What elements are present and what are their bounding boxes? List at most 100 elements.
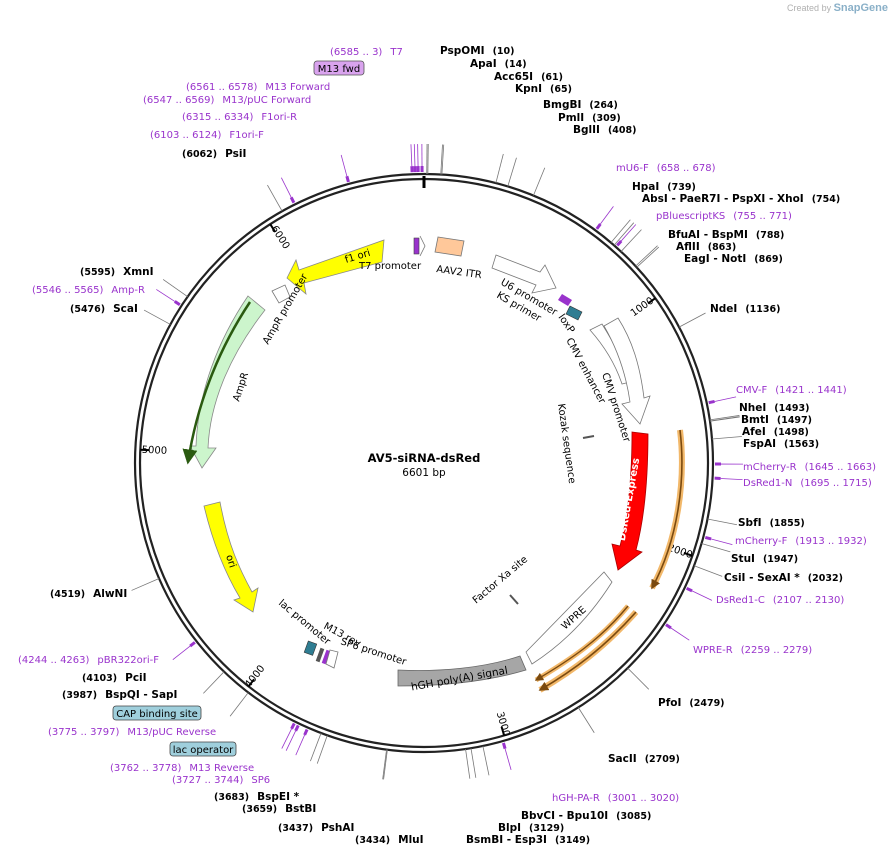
enzyme-apai: ApaI(14): [470, 58, 527, 70]
enzyme-sexai: CsiI - SexAI *(2032): [724, 572, 843, 584]
enzyme-leader: [610, 219, 631, 243]
primer-leader: [281, 728, 292, 749]
enzyme-leader: [636, 246, 660, 268]
kozak-label: Kozak sequence: [555, 403, 577, 484]
cap-binding-box: [112, 705, 202, 721]
ks-primer-feature: [558, 294, 572, 306]
kozak-feature[interactable]: [582, 435, 595, 439]
primer-dsred1-n: DsRed1-N(1695 .. 1715): [743, 478, 872, 489]
leader-lines: [131, 144, 742, 780]
enzyme-aflii: AflII(863): [676, 241, 736, 253]
enzyme-pcii: (4103)PciI: [82, 672, 147, 684]
enzyme-hpai: HpaI(739): [632, 181, 696, 193]
enzyme-pmli: PmlI(309): [558, 112, 621, 124]
primer-hgh-pa-r: hGH-PA-R(3001 .. 3020): [552, 793, 679, 804]
primer-wpre-r: WPRE-R(2259 .. 2279): [693, 645, 812, 656]
backbone-outer: [133, 172, 715, 754]
enzyme-leader: [382, 749, 387, 780]
scale-tick-label: 1000: [629, 295, 656, 319]
enzyme-noti: EagI - NotI(869): [684, 253, 783, 265]
enzyme-leader: [143, 309, 171, 325]
scale-tick: [269, 223, 276, 233]
enzyme-xhoi: AbsI - PaeR7I - PspXI - XhoI(754): [642, 193, 840, 205]
enzyme-esp3i: BsmBI - Esp3I(3149): [466, 834, 590, 846]
wpre-feature[interactable]: [525, 571, 613, 665]
enzyme-leader: [627, 667, 650, 690]
wpre-orf1: [538, 611, 637, 691]
primer-leader: [285, 730, 297, 751]
enzyme-labels: PspOMI(10) ApaI(14) Acc65I(61) KpnI(65) …: [50, 45, 843, 846]
enzyme-leader: [203, 671, 225, 694]
scale-tick: [647, 297, 656, 305]
enzyme-leader: [310, 732, 322, 762]
primer-mark: [294, 724, 300, 732]
primer-leader: [281, 177, 292, 198]
hgh-polya-feature[interactable]: [397, 655, 527, 687]
enzyme-alwni: (4519)AlwNI: [50, 588, 127, 600]
enzyme-leader: [482, 745, 490, 776]
primer-mark: [173, 300, 181, 306]
enzyme-leader: [635, 245, 658, 267]
enzyme-bmti: BmtI(1497): [741, 414, 812, 426]
primer-m13-puc-reverse: (3775 .. 3797)M13/pUC Reverse: [48, 727, 216, 738]
enzyme-bpu10i: BbvCI - Bpu10I(3085): [521, 810, 651, 822]
dsred-express-feature[interactable]: [611, 431, 649, 571]
primer-pbr322ori-f: (4244 .. 4263)pBR322ori-F: [18, 655, 159, 666]
ori-feature[interactable]: [203, 501, 259, 613]
cmv-enhancer-label: CMV enhancer: [563, 336, 607, 406]
ampr-promoter-feature[interactable]: [271, 284, 291, 304]
lac-operator-feature[interactable]: [303, 640, 318, 656]
aav2-itr-label: AAV2 ITR: [436, 264, 483, 281]
f1-ori-feature[interactable]: [286, 239, 385, 296]
enzyme-leader: [440, 144, 443, 175]
snapgene-credit: Created by SnapGene: [787, 2, 888, 14]
primer-mark: [595, 223, 602, 230]
primer-leader: [504, 748, 512, 770]
credit-prefix: Created by: [787, 3, 832, 13]
scale-tick: [247, 678, 255, 687]
primer-f1ori-f: (6103 .. 6124)F1ori-F: [150, 130, 264, 141]
primer-m13-reverse: (3762 .. 3778)M13 Reverse: [110, 763, 254, 774]
enzyme-bglii: BglII(408): [573, 124, 636, 136]
ampr-promoter-label: AmpR promoter: [261, 271, 311, 346]
primer-m13-puc-forward: (6547 .. 6569)M13/pUC Forward: [143, 95, 311, 106]
primer-mcherry-r: mCherry-R(1645 .. 1663): [743, 462, 876, 473]
u6-promoter-feature[interactable]: [491, 254, 557, 294]
enzyme-leader: [620, 229, 642, 252]
enzyme-leader: [383, 749, 388, 780]
enzyme-bmgbi: BmgBI(264): [543, 99, 618, 111]
primer-mark: [289, 196, 296, 204]
enzyme-acc65i: Acc65I(61): [494, 71, 563, 83]
enzyme-leader: [470, 748, 477, 778]
primer-leader: [156, 289, 176, 302]
sp6-promoter-feature[interactable]: [325, 649, 339, 669]
enzyme-mlui: (3434)MluI: [355, 834, 424, 846]
enzyme-pshai: (3437)PshAI: [278, 822, 354, 834]
lac-operator-box: [169, 741, 237, 757]
cmv-promoter-feature[interactable]: [603, 317, 651, 425]
t7-promoter-label: T7 promoter: [358, 261, 422, 272]
loxp-feature[interactable]: [565, 305, 583, 321]
primer-marks: [156, 144, 743, 770]
m13-rev-feature[interactable]: [321, 649, 331, 665]
primer-t7: (6585 .. 3)T7: [330, 47, 403, 58]
enzyme-leader: [707, 518, 738, 526]
primer-mark: [708, 399, 715, 405]
enzyme-ndei: NdeI(1136): [710, 303, 780, 315]
enzyme-leader: [162, 279, 188, 298]
enzyme-kpni: KpnI(65): [515, 83, 572, 95]
enzyme-sapi: (3987)BspQI - SapI: [62, 689, 177, 701]
scale-tick: [500, 726, 506, 736]
factor-xa-feature[interactable]: [509, 594, 519, 605]
t7-promoter-feature[interactable]: [413, 237, 420, 255]
sp6-promoter-label: SP6 promoter: [339, 636, 408, 668]
ori-label: ori: [223, 554, 237, 570]
primer-leader: [295, 734, 306, 756]
primer-mu6-f: mU6-F(658 .. 678): [616, 163, 716, 174]
aav2-itr-feature[interactable]: [434, 236, 465, 257]
ampr-feature[interactable]: [189, 295, 266, 469]
enzyme-bstbi: (3659)BstBI: [242, 803, 316, 815]
scale-tick-label: 5000: [141, 445, 167, 457]
